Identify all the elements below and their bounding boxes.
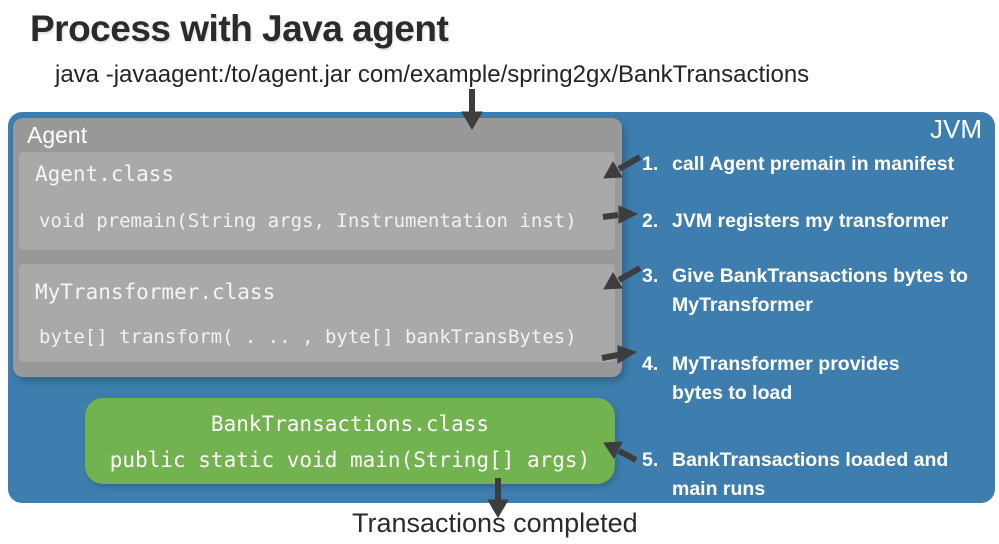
premain-signature: void premain(String args, Instrumentatio… bbox=[39, 210, 577, 232]
step-text: Give BankTransactions bytes to MyTransfo… bbox=[672, 265, 968, 316]
step-item-3: 3. Give BankTransactions bytes to MyTran… bbox=[642, 262, 994, 320]
agent-class-box: Agent.class void premain(String args, In… bbox=[19, 152, 615, 250]
page-title: Process with Java agent bbox=[30, 8, 449, 49]
transactions-completed-label: Transactions completed bbox=[352, 508, 638, 538]
jvm-label: JVM bbox=[930, 114, 982, 144]
step-number: 3. bbox=[642, 265, 659, 287]
jvm-container: JVM Agent Agent.class void premain(Strin… bbox=[8, 112, 995, 503]
banktransactions-box: BankTransactions.class public static voi… bbox=[85, 398, 615, 484]
step-item-1: 1. call Agent premain in manifest bbox=[642, 150, 954, 179]
java-command-line: java -javaagent:/to/agent.jar com/exampl… bbox=[55, 61, 810, 88]
step-text: call Agent premain in manifest bbox=[672, 153, 955, 175]
step-text: JVM registers my transformer bbox=[672, 210, 949, 232]
step-item-4: 4. MyTransformer provides bytes to load bbox=[642, 350, 934, 408]
step-number: 5. bbox=[642, 449, 659, 471]
step-number: 4. bbox=[642, 353, 659, 375]
mytransformer-class-box: MyTransformer.class byte[] transform( . … bbox=[19, 264, 615, 362]
step-text: MyTransformer provides bytes to load bbox=[672, 353, 900, 404]
step-item-2: 2. JVM registers my transformer bbox=[642, 207, 948, 236]
agent-label: Agent bbox=[27, 122, 88, 148]
step-number: 1. bbox=[642, 153, 659, 175]
step-item-5: 5. BankTransactions loaded and main runs bbox=[642, 446, 974, 504]
agent-container: Agent Agent.class void premain(String ar… bbox=[13, 118, 622, 377]
step-number: 2. bbox=[642, 210, 659, 232]
step-text: BankTransactions loaded and main runs bbox=[672, 449, 949, 500]
transform-signature: byte[] transform( . .. , byte[] bankTran… bbox=[39, 326, 577, 348]
banktransactions-class-name: BankTransactions.class bbox=[210, 412, 490, 436]
main-signature: public static void main(String[] args) bbox=[109, 448, 591, 472]
mytransformer-class-name: MyTransformer.class bbox=[35, 280, 276, 304]
agent-class-name: Agent.class bbox=[35, 162, 175, 186]
